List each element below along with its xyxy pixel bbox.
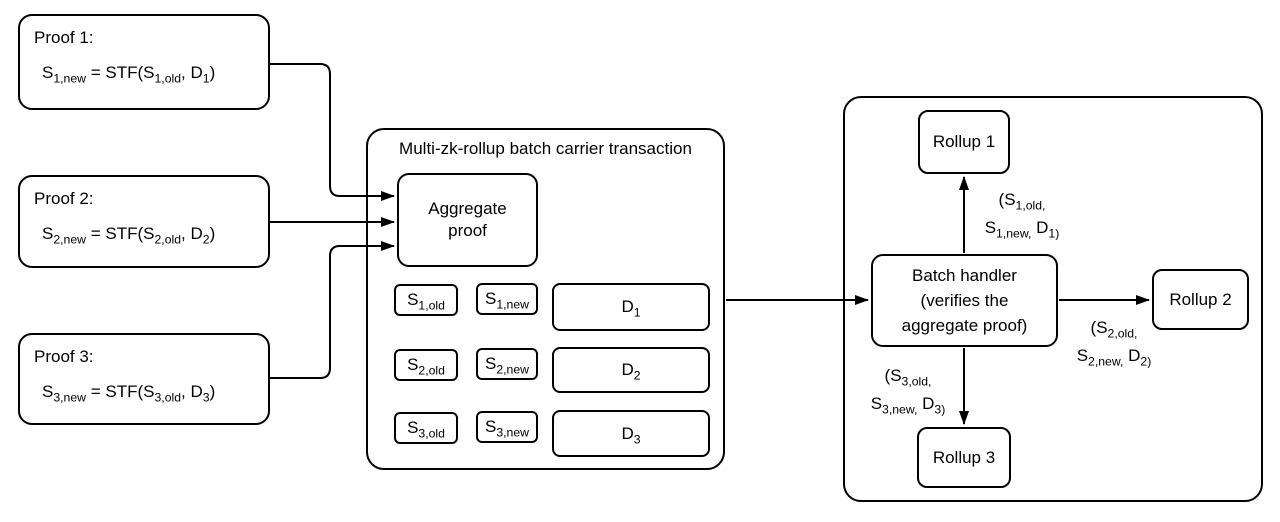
s1-new-box: S1,new (476, 283, 538, 315)
proof-3-node: Proof 3: S3,new = STF(S3,old, D3) (18, 333, 270, 425)
d3-label: D3 (621, 423, 641, 446)
s2-new-label: S2,new (485, 354, 529, 377)
rollup-2-node: Rollup 2 (1152, 269, 1249, 330)
proof-3-title: Proof 3: (34, 347, 94, 366)
s1-old-label: S1,old (407, 290, 445, 313)
s1-old-box: S1,old (394, 284, 458, 316)
s1-new-label: S1,new (485, 289, 529, 312)
rollup-1-label: Rollup 1 (932, 132, 996, 151)
batch-handler-label: Batch handler (verifies the aggregate pr… (901, 266, 1028, 335)
s2-new-box: S2,new (476, 348, 538, 380)
s3-old-box: S3,old (394, 412, 458, 444)
d3-box: D3 (552, 410, 710, 457)
d2-label: D2 (621, 360, 641, 383)
d2-box: D2 (552, 347, 710, 393)
rollup-2-label: Rollup 2 (1169, 289, 1232, 309)
rollup-1-node: Rollup 1 (918, 110, 1010, 174)
s2-old-label: S2,old (407, 355, 445, 378)
proof-1-formula: S1,new = STF(S1,old, D1) (42, 63, 216, 86)
aggregate-proof-label: Aggregate proof (428, 199, 507, 240)
d1-label: D1 (621, 297, 641, 320)
s3-new-box: S3,new (476, 411, 538, 443)
rollup-3-label: Rollup 3 (932, 447, 996, 467)
edge-label-rollup1: (S1,old, S1,new, D1) (984, 190, 1060, 241)
batch-handler-node: Batch handler (verifies the aggregate pr… (871, 254, 1058, 347)
s3-old-label: S3,old (407, 418, 445, 441)
proof-3-formula: S3,new = STF(S3,old, D3) (42, 382, 216, 405)
edge-label-rollup2: (S2,old, S2,new, D2) (1076, 318, 1152, 369)
s2-old-box: S2,old (394, 349, 458, 381)
carrier-title: Multi-zk-rollup batch carrier transactio… (399, 139, 692, 158)
edge-label-rollup3: (S3,old, S3,new, D3) (870, 366, 946, 417)
proof-1-node: Proof 1: S1,new = STF(S1,old, D1) (18, 14, 270, 110)
rollup-3-node: Rollup 3 (917, 427, 1011, 488)
s3-new-label: S3,new (485, 417, 529, 440)
aggregate-proof-node: Aggregate proof (397, 173, 538, 267)
d1-box: D1 (552, 283, 710, 331)
proof-2-title: Proof 2: (34, 189, 94, 208)
proof-2-node: Proof 2: S2,new = STF(S2,old, D2) (18, 175, 270, 268)
proof-2-formula: S2,new = STF(S2,old, D2) (42, 224, 216, 247)
proof-1-title: Proof 1: (34, 28, 94, 47)
